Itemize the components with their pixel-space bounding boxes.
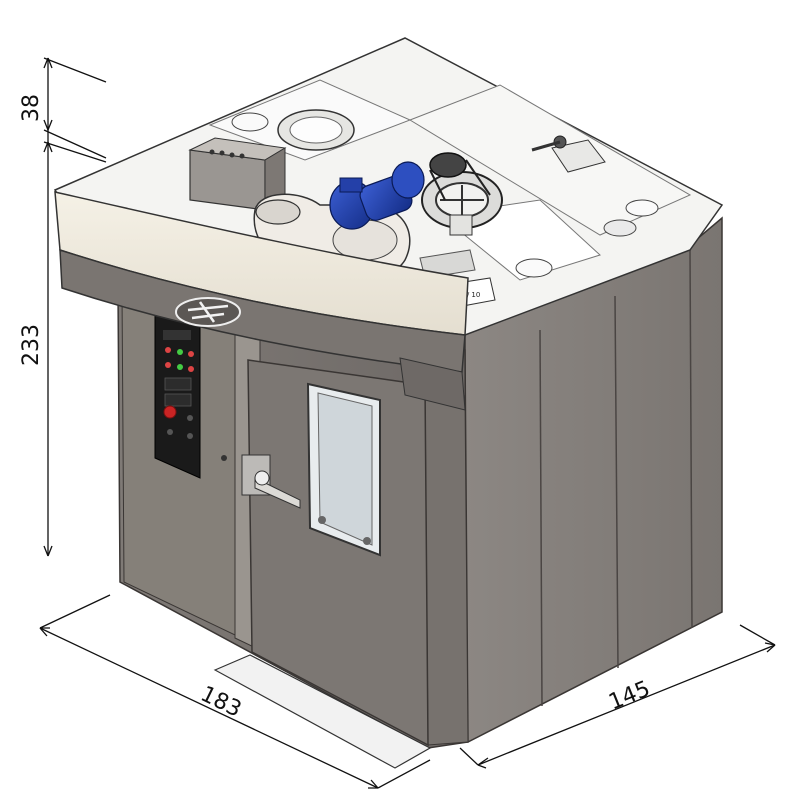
control-display [163, 330, 191, 340]
dimension-label-front-width: 183 [196, 682, 245, 723]
blue-motor [329, 161, 425, 230]
dimension-label-side-depth: 145 [605, 677, 653, 716]
door-lock-icon [221, 455, 227, 461]
floor-ramp [213, 654, 432, 769]
dimension-label-roof-height: 38 [19, 94, 44, 122]
front-canopy [54, 191, 469, 411]
brand-logo [175, 297, 241, 327]
dimension-label-body-height: 233 [19, 324, 44, 366]
dimension-lines [39, 57, 776, 789]
emergency-stop-button[interactable] [163, 405, 177, 419]
belt-pulley [421, 152, 503, 236]
roof-control-label: 10 / 10 [456, 291, 481, 299]
oven-door [221, 359, 429, 747]
oven-side-body [464, 216, 723, 743]
door-handle[interactable] [254, 477, 301, 509]
control-panel [154, 311, 201, 479]
